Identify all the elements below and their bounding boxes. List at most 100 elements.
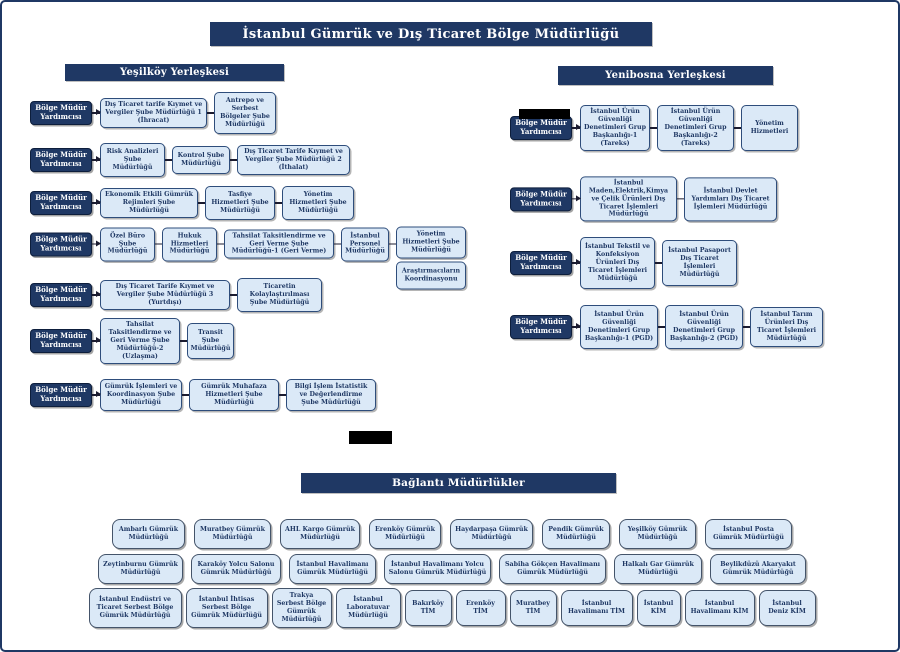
connector-line bbox=[677, 198, 684, 200]
redaction-bar bbox=[519, 109, 570, 119]
directorate-box[interactable]: Bakırköy TİM bbox=[404, 590, 452, 626]
org-box[interactable]: Gümrük İşlemleri ve Koordinasyon Şube Mü… bbox=[100, 379, 182, 411]
connector-line bbox=[655, 262, 662, 264]
org-box[interactable]: Dış Ticaret tarife Kıymet ve Vergiler Şu… bbox=[100, 98, 207, 128]
connector-arrow bbox=[572, 323, 581, 329]
org-sub-box[interactable]: Araştırmacıların Koordinasyonu bbox=[396, 261, 466, 290]
directorate-box[interactable]: İstanbul Havalimanı Yolcu Salonu Gümrük … bbox=[384, 554, 491, 584]
connector-arrow bbox=[92, 156, 101, 162]
org-box[interactable]: Bilgi İşlem İstatistik ve Değerlendirme … bbox=[286, 379, 376, 411]
org-box[interactable]: İstanbul Personel Müdürlüğü bbox=[341, 227, 389, 261]
directorate-box[interactable]: Ambarlı Gümrük Müdürlüğü bbox=[112, 519, 185, 549]
org-box[interactable]: Dış Ticaret Tarife Kıymet ve Vergiler Şu… bbox=[237, 145, 350, 175]
directorate-box[interactable]: Trakya Serbest Bölge Gümrük Müdürlüğü bbox=[271, 588, 332, 628]
connector-line bbox=[230, 159, 237, 161]
directorate-box[interactable]: AHL Kargo Gümrük Müdürlüğü bbox=[280, 519, 360, 549]
assistant-box[interactable]: Bölge Müdür Yardımcısı bbox=[30, 329, 92, 353]
assistant-box[interactable]: Bölge Müdür Yardımcısı bbox=[30, 101, 92, 125]
directorate-box[interactable]: Zeytinburnu Gümrük Müdürlüğü bbox=[98, 554, 183, 584]
assistant-box[interactable]: Bölge Müdür Yardımcısı bbox=[30, 232, 92, 256]
org-row: Bölge Müdür Yardımcısı Risk Analizleri Şu… bbox=[30, 143, 350, 177]
directorate-box[interactable]: Karaköy Yolcu Salonu Gümrük Müdürlüğü bbox=[191, 554, 281, 584]
org-box[interactable]: Ekonomik Etkili Gümrük Rejimleri Şube Mü… bbox=[100, 188, 198, 218]
directorate-box[interactable]: İstanbul Havalimanı TİM bbox=[560, 590, 633, 626]
org-box[interactable]: İstanbul Ürün Güvenliği Denetimleri Grup… bbox=[665, 305, 743, 349]
connector-line bbox=[155, 243, 162, 245]
directorate-box[interactable]: İstanbul Havalimanı KİM bbox=[684, 590, 755, 626]
bottom-row: İstanbul Endüstri ve Ticaret Serbest Böl… bbox=[2, 588, 898, 628]
org-box[interactable]: Yönetim Hizmetleri Şube Müdürlüğü bbox=[282, 186, 354, 220]
org-row: Bölge Müdür Yardımcısı Özel Büro Şube Müd… bbox=[30, 213, 466, 290]
directorate-box[interactable]: Halkalı Gar Gümrük Müdürlüğü bbox=[614, 554, 702, 584]
org-box[interactable]: İstanbul Ürün Güvenliği Denetimleri Grup… bbox=[657, 105, 734, 151]
org-box[interactable]: İstanbul Tekstil ve Konfeksiyon Ürünleri… bbox=[580, 237, 655, 289]
directorate-box[interactable]: Erenköy Gümrük Müdürlüğü bbox=[369, 519, 441, 549]
org-box[interactable]: Transit Şube Müdürlüğü bbox=[187, 323, 234, 359]
org-box[interactable]: İstanbul Ürün Güvenliği Denetimleri Grup… bbox=[580, 105, 650, 151]
directorate-box[interactable]: Muratbey TİM bbox=[509, 590, 557, 626]
connector-line bbox=[734, 127, 741, 129]
org-box[interactable]: Yönetim Hizmetleri Şube Müdürlüğü bbox=[396, 226, 466, 259]
connector-line bbox=[279, 394, 286, 396]
connector-line bbox=[658, 326, 665, 328]
org-box[interactable]: İstanbul Maden,Elektrik,Kimya ve Çelik Ü… bbox=[580, 176, 677, 222]
directorate-box[interactable]: İstanbul KİM bbox=[636, 590, 681, 626]
directorate-box[interactable]: İstanbul İhtisas Serbest Bölge Gümrük Mü… bbox=[185, 588, 268, 628]
directorate-box[interactable]: İstanbul Havalimanı Gümrük Müdürlüğü bbox=[289, 554, 376, 584]
directorate-box[interactable]: İstanbul Endüstri ve Ticaret Serbest Böl… bbox=[88, 588, 182, 628]
connector-line bbox=[217, 243, 224, 245]
org-box[interactable]: Özel Büro Şube Müdürlüğü bbox=[100, 227, 155, 261]
page-title: İstanbul Gümrük ve Dış Ticaret Bölge Müd… bbox=[210, 22, 652, 46]
connector-arrow bbox=[572, 124, 581, 130]
org-row: Bölge Müdür Yardımcısı Dış Ticaret Tarife… bbox=[30, 278, 322, 312]
section-header-yenibosna: Yenibosna Yerleşkesi bbox=[558, 66, 773, 85]
org-box[interactable]: Tasfiye Hizmetleri Şube Müdürlüğü bbox=[205, 186, 275, 220]
org-box[interactable]: Gümrük Muhafaza Hizmetleri Şube Müdürlüğ… bbox=[189, 379, 279, 411]
connector-line bbox=[275, 202, 282, 204]
assistant-box[interactable]: Bölge Müdür Yardımcısı bbox=[30, 148, 92, 172]
connector-arrow bbox=[92, 240, 101, 246]
directorate-box[interactable]: Yeşilköy Gümrük Müdürlüğü bbox=[619, 519, 696, 549]
assistant-box[interactable]: Bölge Müdür Yardımcısı bbox=[30, 383, 92, 407]
directorate-box[interactable]: Beylikdüzü Akaryakıt Gümrük Müdürlüğü bbox=[710, 554, 806, 584]
connector-line bbox=[198, 202, 205, 204]
org-box[interactable]: İstanbul Ürün Güvenliği Denetimleri Grup… bbox=[580, 305, 658, 349]
org-box[interactable]: Ticaretin Kolaylaştırılması Şube Müdürlü… bbox=[237, 278, 322, 312]
connector-arrow bbox=[92, 109, 101, 115]
assistant-box[interactable]: Bölge Müdür Yardımcısı bbox=[510, 116, 572, 140]
org-box[interactable]: Antrepo ve Serbest Bölgeler Şube Müdürlü… bbox=[214, 92, 276, 134]
org-box[interactable]: Kontrol Şube Müdürlüğü bbox=[172, 146, 230, 174]
assistant-box[interactable]: Bölge Müdür Yardımcısı bbox=[30, 191, 92, 215]
connector-line bbox=[230, 294, 237, 296]
directorate-box[interactable]: Sabiha Gökçen Havalimanı Gümrük Müdürlüğ… bbox=[499, 554, 606, 584]
directorate-box[interactable]: İstanbul Laboratuvar Müdürlüğü bbox=[335, 588, 401, 628]
org-row: Bölge Müdür Yardımcısı Gümrük İşlemleri v… bbox=[30, 379, 376, 411]
connector-line bbox=[743, 326, 750, 328]
org-box[interactable]: Hukuk Hizmetleri Müdürlüğü bbox=[162, 227, 217, 261]
org-box[interactable]: İstanbul Pasaport Dış Ticaret İşlemleri … bbox=[662, 240, 737, 286]
connector-line bbox=[334, 243, 341, 245]
org-box[interactable]: İstanbul Tarım Ürünleri Dış Ticaret İşle… bbox=[750, 307, 823, 347]
assistant-box[interactable]: Bölge Müdür Yardımcısı bbox=[510, 315, 572, 339]
directorate-box[interactable]: Muratbey Gümrük Müdürlüğü bbox=[194, 519, 271, 549]
org-row: Bölge Müdür Yardımcısı Dış Ticaret tarife… bbox=[30, 92, 276, 134]
directorate-box[interactable]: Pendik Gümrük Müdürlüğü bbox=[542, 519, 610, 549]
directorate-box[interactable]: İstanbul Posta Gümrük Müdürlüğü bbox=[705, 519, 792, 549]
org-box[interactable]: Dış Ticaret Tarife Kıymet ve Vergiler Şu… bbox=[100, 280, 230, 310]
org-box[interactable]: Yönetim Hizmetleri bbox=[741, 105, 798, 151]
directorate-box[interactable]: İstanbul Deniz KİM bbox=[758, 590, 816, 626]
connector-line bbox=[180, 340, 187, 342]
bottom-row: Ambarlı Gümrük Müdürlüğü Muratbey Gümrük … bbox=[2, 519, 898, 549]
org-box[interactable]: Tahsilat Taksitlendirme ve Geri Verme Şu… bbox=[224, 229, 334, 259]
assistant-box[interactable]: Bölge Müdür Yardımcısı bbox=[510, 251, 572, 275]
org-row: Bölge Müdür Yardımcısı İstanbul Ürün Güve… bbox=[510, 105, 798, 151]
org-box[interactable]: Risk Analizleri Şube Müdürlüğü bbox=[100, 143, 165, 177]
assistant-box[interactable]: Bölge Müdür Yardımcısı bbox=[510, 186, 572, 211]
org-box[interactable]: İstanbul Devlet Yardımları Dış Ticaret İ… bbox=[684, 176, 777, 221]
directorate-box[interactable]: Erenköy TİM bbox=[455, 590, 506, 626]
org-box[interactable]: Tahsilat Taksitlendirme ve Geri Verme Şu… bbox=[100, 318, 180, 364]
assistant-box[interactable]: Bölge Müdür Yardımcısı bbox=[30, 283, 92, 307]
connector-arrow bbox=[572, 195, 581, 201]
section-header-yesilkoy: Yeşilköy Yerleşkesi bbox=[65, 64, 284, 81]
directorate-box[interactable]: Haydarpaşa Gümrük Müdürlüğü bbox=[450, 519, 533, 549]
